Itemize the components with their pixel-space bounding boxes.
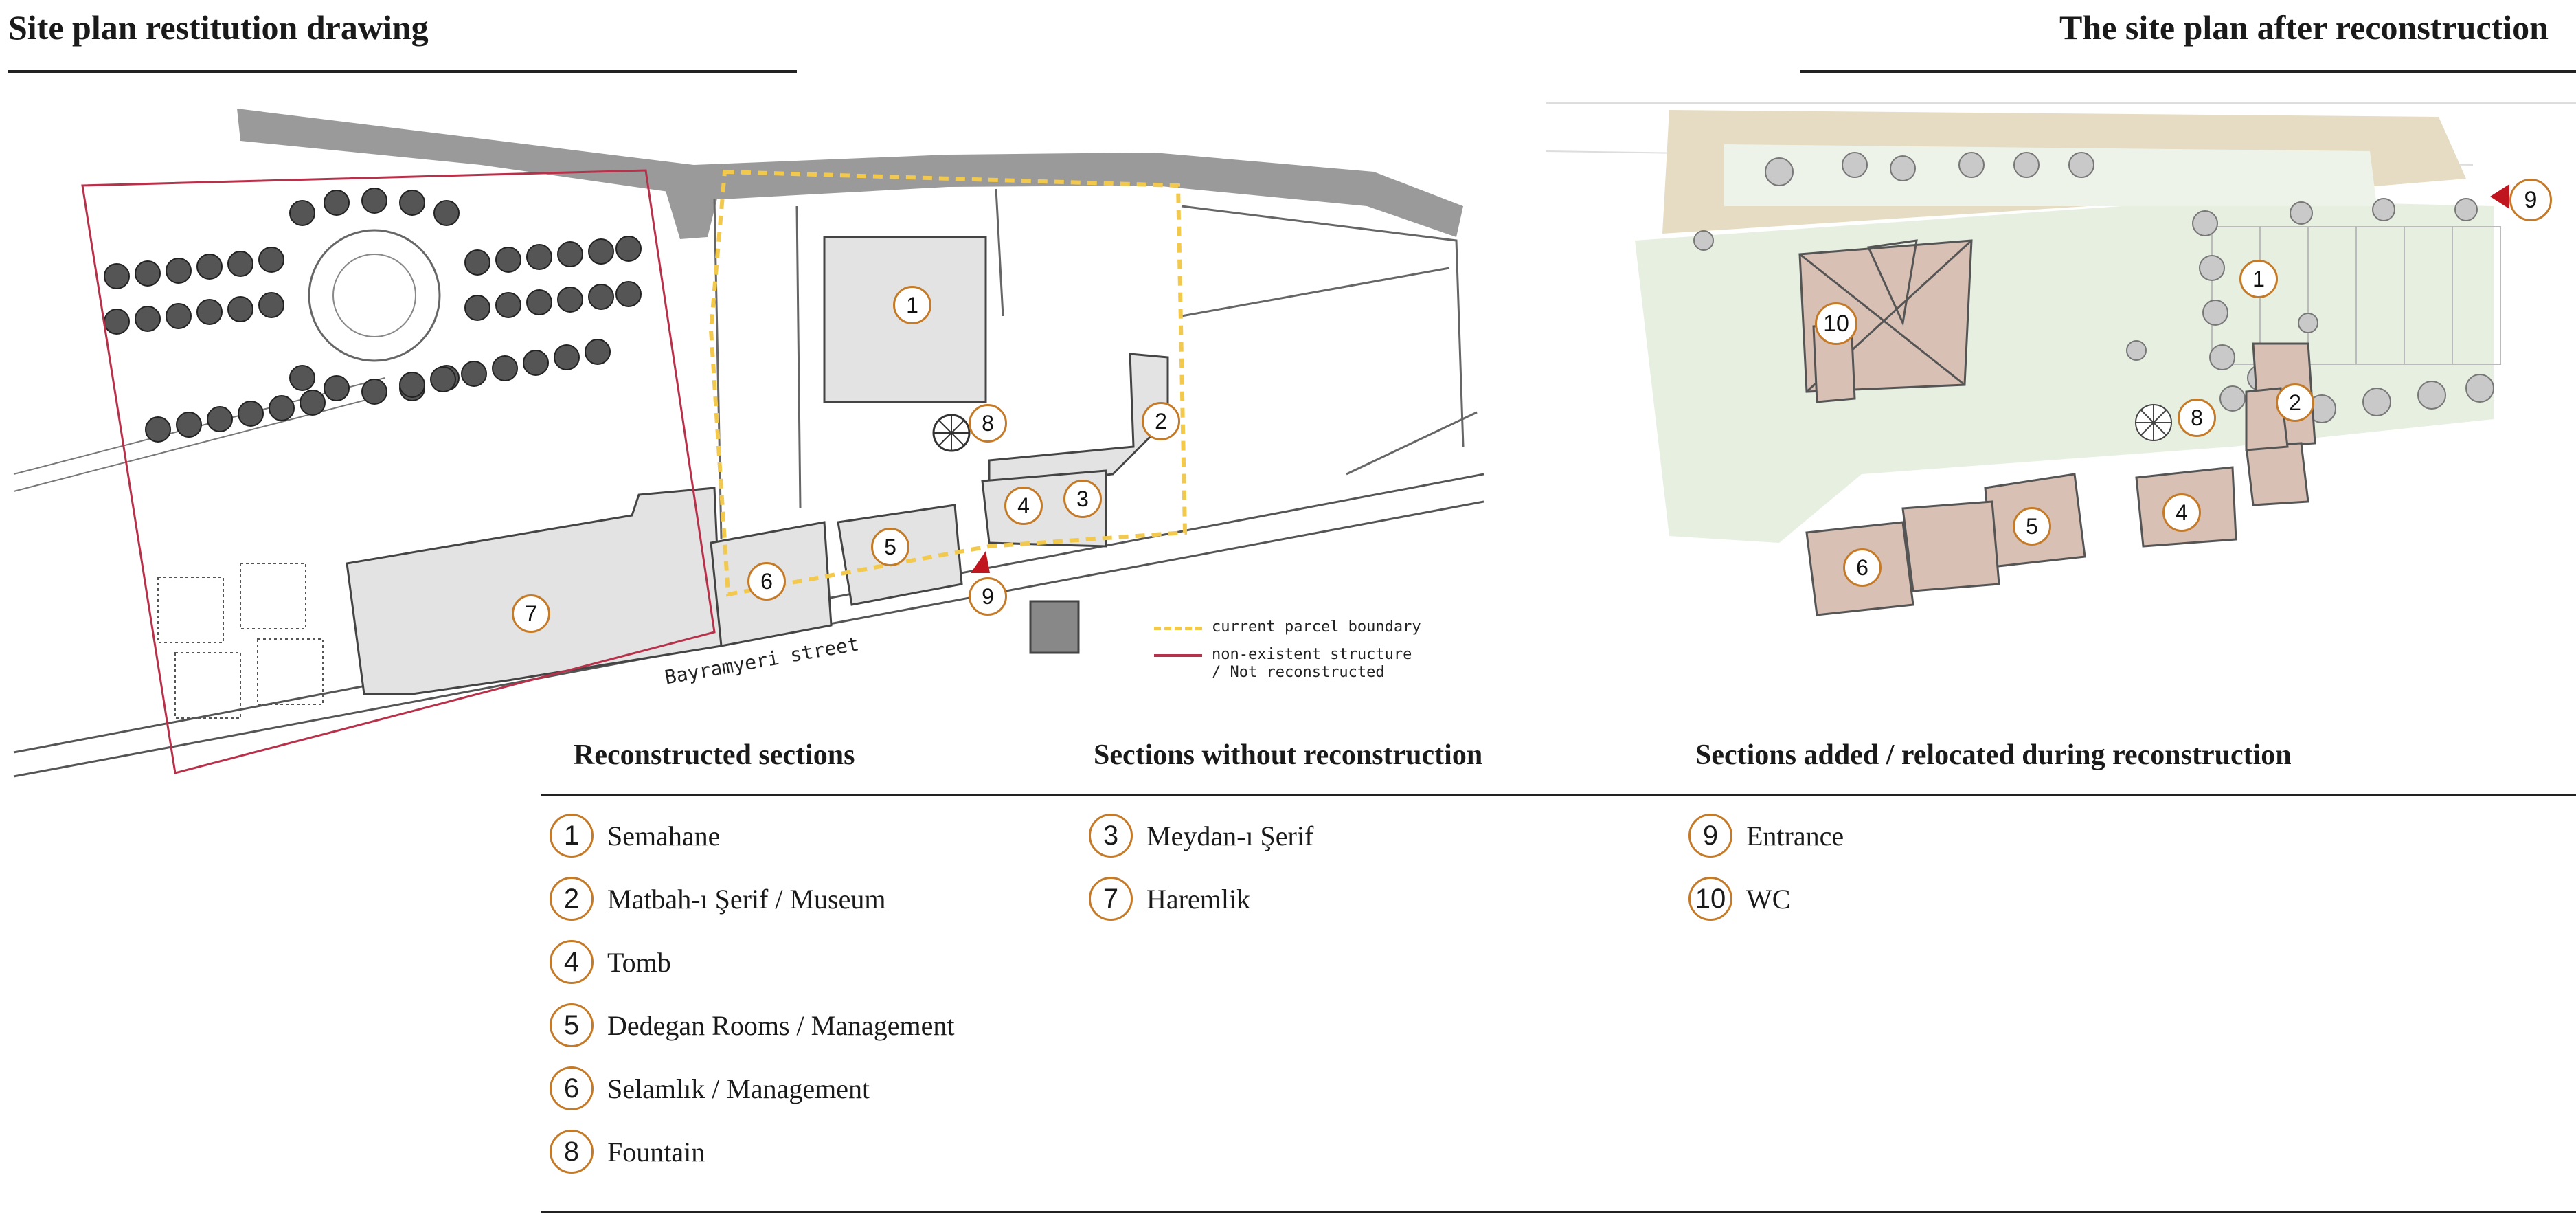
tree-rows <box>104 188 642 443</box>
left-marker-8: 8 <box>969 404 1007 443</box>
number-badge: 10 <box>1688 877 1732 921</box>
legend-not-reconstructed: non-existent structure / Not reconstruct… <box>1154 646 1421 682</box>
solid-line-swatch <box>1154 654 1202 657</box>
left-marker-2: 2 <box>1142 402 1180 440</box>
plan-line-legend: current parcel boundary non-existent str… <box>1154 618 1421 691</box>
reconstruction-plan-drawing <box>1546 102 2576 616</box>
number-badge: 7 <box>1089 877 1133 921</box>
left-marker-9: 9 <box>969 577 1007 616</box>
right-marker-1: 1 <box>2239 260 2278 298</box>
legend-bottom-rule <box>541 1211 2576 1213</box>
matbah-building <box>988 353 1169 489</box>
legend-label: Semahane <box>607 820 721 851</box>
number-badge: 2 <box>550 877 594 921</box>
number-badge: 6 <box>550 1066 594 1110</box>
restitution-plan-drawing <box>13 109 1484 778</box>
legend-label: Haremlik <box>1146 883 1251 915</box>
dashed-line-swatch <box>1154 627 1202 630</box>
legend-item: 7 Haremlik <box>1089 875 1313 922</box>
right-marker-2: 2 <box>2276 383 2314 422</box>
number-badge: 8 <box>550 1130 594 1174</box>
garden-circle <box>308 229 441 362</box>
left-marker-3: 3 <box>1063 480 1102 518</box>
legend-label: Fountain <box>607 1136 705 1167</box>
legend-item: 4 Tomb <box>550 939 954 985</box>
reconstructed-heading: Reconstructed sections <box>574 739 855 771</box>
legend-label: Meydan-ı Şerif <box>1146 820 1314 851</box>
fountain-symbol <box>932 414 971 452</box>
legend-parcel-boundary: current parcel boundary <box>1154 618 1421 636</box>
legend-item: 3 Meydan-ı Şerif <box>1089 812 1313 859</box>
number-badge: 5 <box>550 1003 594 1047</box>
not-reconstructed-boundary <box>81 169 716 774</box>
right-marker-10: 10 <box>1815 302 1857 345</box>
right-marker-6: 6 <box>1843 548 1882 587</box>
reconstruction-plan: 1 2 4 5 6 8 9 10 <box>1546 62 2576 646</box>
wall-bastion <box>659 168 725 239</box>
number-badge: 3 <box>1089 814 1133 858</box>
right-entrance-arrow-icon <box>2490 184 2509 209</box>
left-marker-7: 7 <box>512 594 550 633</box>
left-marker-4: 4 <box>1004 487 1043 525</box>
left-plan-title: Site plan restitution drawing <box>8 8 429 47</box>
legend-item: 9 Entrance <box>1688 812 1844 859</box>
left-entrance-arrow-icon <box>971 551 990 573</box>
legend-item: 5 Dedegan Rooms / Management <box>550 1002 954 1049</box>
left-title-rule <box>8 70 797 73</box>
haremlik-building <box>346 487 723 695</box>
tree-symbols <box>1693 152 2494 427</box>
north-wall <box>237 109 1463 237</box>
right-plan-title: The site plan after reconstruction <box>2059 8 2549 47</box>
reconstructed-list: 1 Semahane 2 Matbah-ı Şerif / Museum 4 Tomb… <box>550 812 954 1192</box>
fountain-symbol-right <box>2135 404 2172 441</box>
right-marker-9: 9 <box>2509 179 2552 221</box>
legend-label: Tomb <box>607 946 671 978</box>
right-marker-5: 5 <box>2013 507 2051 546</box>
legend-top-rule <box>541 794 2576 796</box>
legend-item: 1 Semahane <box>550 812 954 859</box>
added-list: 9 Entrance 10 WC <box>1688 812 1844 939</box>
legend-label: WC <box>1746 883 1791 915</box>
number-badge: 4 <box>550 940 594 984</box>
left-marker-6: 6 <box>747 562 786 601</box>
right-title-rule <box>1800 70 2576 73</box>
number-badge: 1 <box>550 814 594 858</box>
right-marker-4: 4 <box>2162 493 2201 532</box>
legend-item: 6 Selamlık / Management <box>550 1065 954 1112</box>
legend-label: Entrance <box>1746 820 1844 851</box>
parcel-boundary <box>708 169 1188 597</box>
legend-label: Dedegan Rooms / Management <box>607 1009 955 1041</box>
entrance-block <box>1029 600 1080 654</box>
right-marker-8: 8 <box>2178 399 2216 437</box>
legend-label: Selamlık / Management <box>607 1073 870 1104</box>
not-reconstructed-list: 3 Meydan-ı Şerif 7 Haremlik <box>1089 812 1313 939</box>
restitution-plan: 1 2 3 4 5 6 7 8 9 Bayramyeri street curr… <box>0 89 1498 825</box>
pavilion-rings <box>157 563 324 719</box>
number-badge: 9 <box>1688 814 1732 858</box>
legend-item: 2 Matbah-ı Şerif / Museum <box>550 875 954 922</box>
not-reconstructed-heading: Sections without reconstruction <box>1094 739 1483 771</box>
left-marker-5: 5 <box>871 528 909 566</box>
legend-item: 10 WC <box>1688 875 1844 922</box>
added-heading: Sections added / relocated during recons… <box>1695 739 2292 771</box>
left-marker-1: 1 <box>893 286 931 324</box>
legend-label: Matbah-ı Şerif / Museum <box>607 883 886 915</box>
legend-item: 8 Fountain <box>550 1128 954 1175</box>
